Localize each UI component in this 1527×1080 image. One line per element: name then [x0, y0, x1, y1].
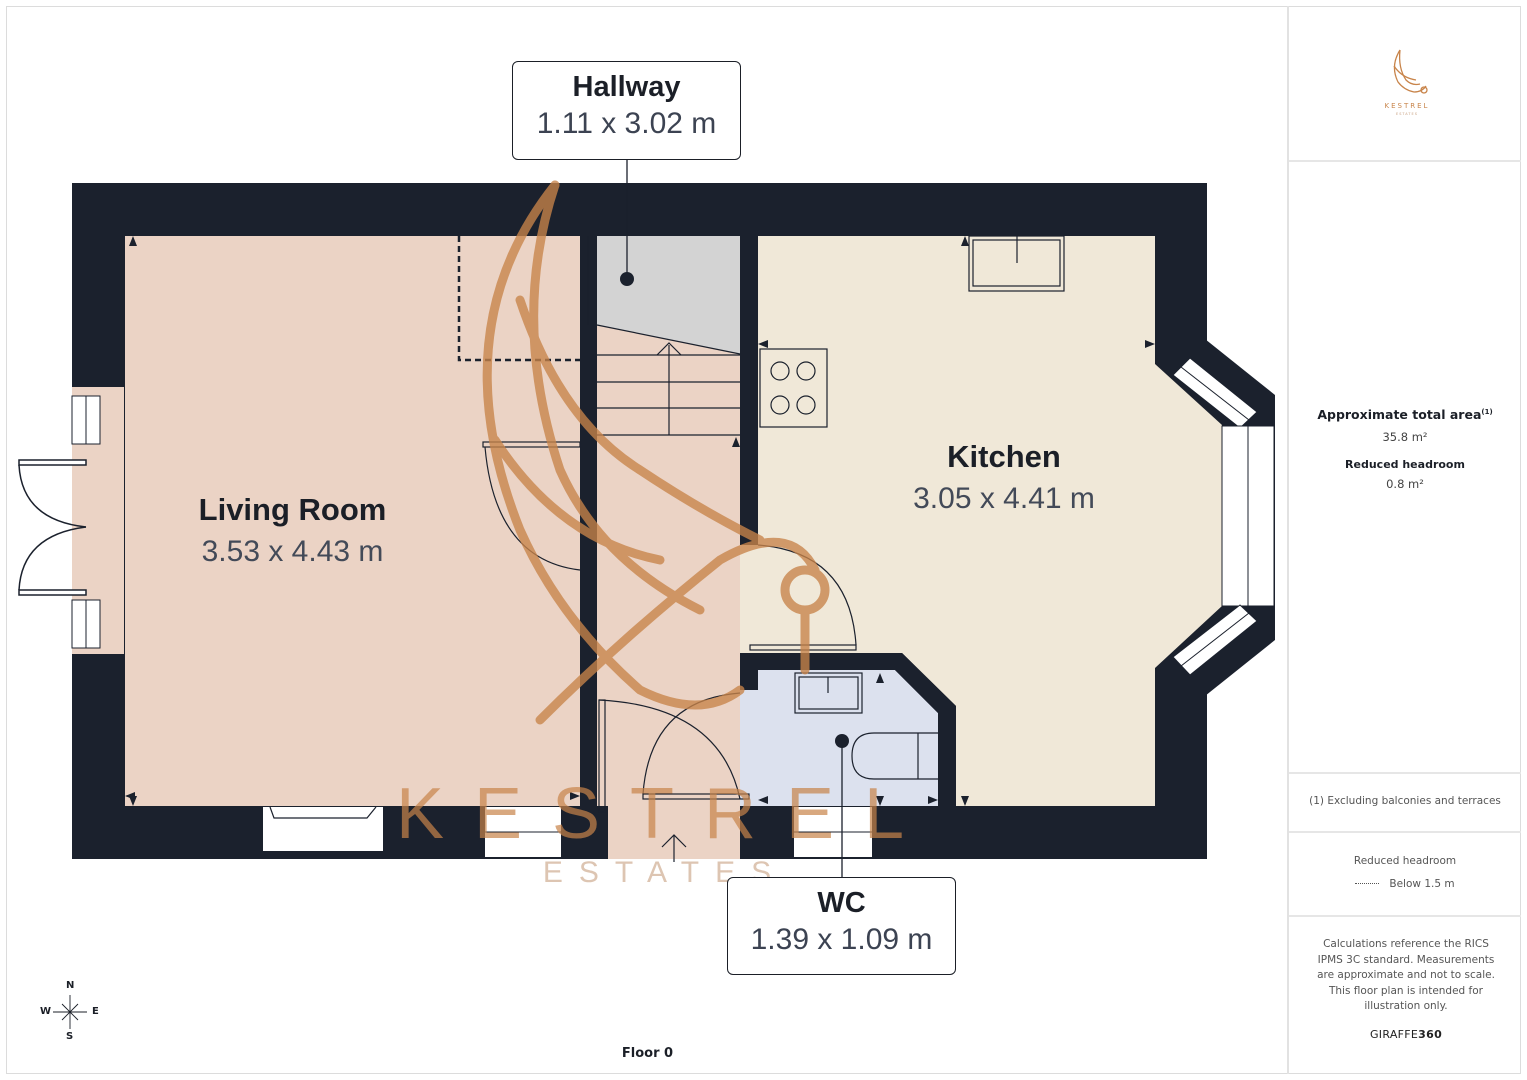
kitchen-floor — [758, 236, 1222, 806]
logo-title: KESTREL — [1384, 102, 1430, 110]
room-dimensions: 1.11 x 3.02 m — [536, 107, 717, 140]
dimension-markers — [125, 236, 1155, 806]
divider — [1289, 160, 1521, 162]
watermark-title: KESTREL — [396, 774, 934, 854]
staircase — [587, 236, 741, 436]
kestrel-logo: KESTREL ESTATES — [1372, 46, 1442, 118]
total-area-label-text: Approximate total area — [1317, 407, 1482, 422]
room-name: Kitchen — [947, 439, 1061, 474]
room-name: Hallway — [572, 71, 681, 103]
kitchen-sink-icon — [968, 235, 1065, 292]
room-dimensions: 3.05 x 4.41 m — [913, 482, 1095, 515]
area-summary: Approximate total area(1) 35.8 m² Reduce… — [1289, 407, 1521, 491]
under-stairs — [597, 236, 740, 354]
compass-w: W — [40, 1006, 52, 1017]
window — [263, 807, 383, 851]
compass-n: N — [66, 980, 75, 991]
french-doors — [18, 459, 87, 596]
room-name: WC — [817, 887, 866, 919]
reduced-headroom-label: Reduced headroom — [1345, 458, 1465, 471]
wc-pin — [835, 734, 849, 748]
footnote-marker: (1) — [1481, 407, 1493, 416]
legend-title: Reduced headroom — [1353, 855, 1457, 867]
hallway-label: Hallway 1.11 x 3.02 m — [512, 61, 741, 160]
toilet-icon — [851, 732, 938, 780]
room-name: Living Room — [198, 492, 387, 527]
logo-subtitle: ESTATES — [1396, 112, 1418, 116]
reduced-headroom-value: 0.8 m² — [1386, 477, 1424, 491]
divider — [1289, 915, 1521, 917]
compass-e: E — [92, 1006, 99, 1017]
room-dimensions: 1.39 x 1.09 m — [750, 923, 933, 956]
total-area-label: Approximate total area(1) — [1289, 407, 1521, 422]
living-room-label: Living Room 3.53 x 4.43 m — [160, 490, 425, 574]
kestrel-bird-icon — [1393, 49, 1428, 94]
total-area-value: 35.8 m² — [1382, 430, 1428, 444]
legend-item: Below 1.5 m — [1289, 877, 1521, 893]
dotted-line-icon — [1355, 883, 1380, 884]
kitchen-label: Kitchen 3.05 x 4.41 m — [880, 437, 1128, 521]
divider — [1289, 831, 1521, 833]
wc-label: WC 1.39 x 1.09 m — [727, 877, 956, 975]
watermark-logo — [482, 180, 830, 725]
compass-s: S — [66, 1031, 74, 1042]
living-room-door — [482, 441, 581, 571]
hob-icon — [759, 348, 828, 428]
disclaimer: Calculations reference the RICS IPMS 3C … — [1317, 938, 1495, 1012]
bay-window — [1172, 357, 1275, 676]
floor-label: Floor 0 — [621, 1046, 674, 1061]
living-room-floor — [125, 236, 580, 806]
disclaimer-block: Calculations reference the RICS IPMS 3C … — [1311, 937, 1501, 1042]
brand-suffix: 360 — [1418, 1027, 1443, 1041]
room-dimensions: 3.53 x 4.43 m — [201, 535, 384, 568]
footnote: (1) Excluding balconies and terraces — [1309, 795, 1501, 807]
interior-wall — [580, 325, 597, 440]
divider — [1289, 772, 1521, 774]
legend-item-label: Below 1.5 m — [1389, 877, 1455, 890]
legend: Reduced headroom Below 1.5 m — [1289, 854, 1521, 892]
wc-wall — [740, 653, 956, 806]
wc-basin-icon — [794, 672, 863, 714]
front-door — [598, 692, 750, 862]
info-sidebar: KESTREL ESTATES Approximate total area(1… — [1287, 6, 1521, 1074]
brand-prefix: GIRAFFE — [1369, 1027, 1419, 1041]
floor-plan: KESTREL ESTATES — [18, 160, 1275, 889]
page-frame — [6, 6, 1521, 1074]
compass-rose-icon — [53, 995, 87, 1029]
giraffe360-brand: GIRAFFE360 — [1311, 1027, 1501, 1043]
hallway-pin — [620, 272, 634, 286]
compass: N S W E — [38, 980, 102, 1044]
